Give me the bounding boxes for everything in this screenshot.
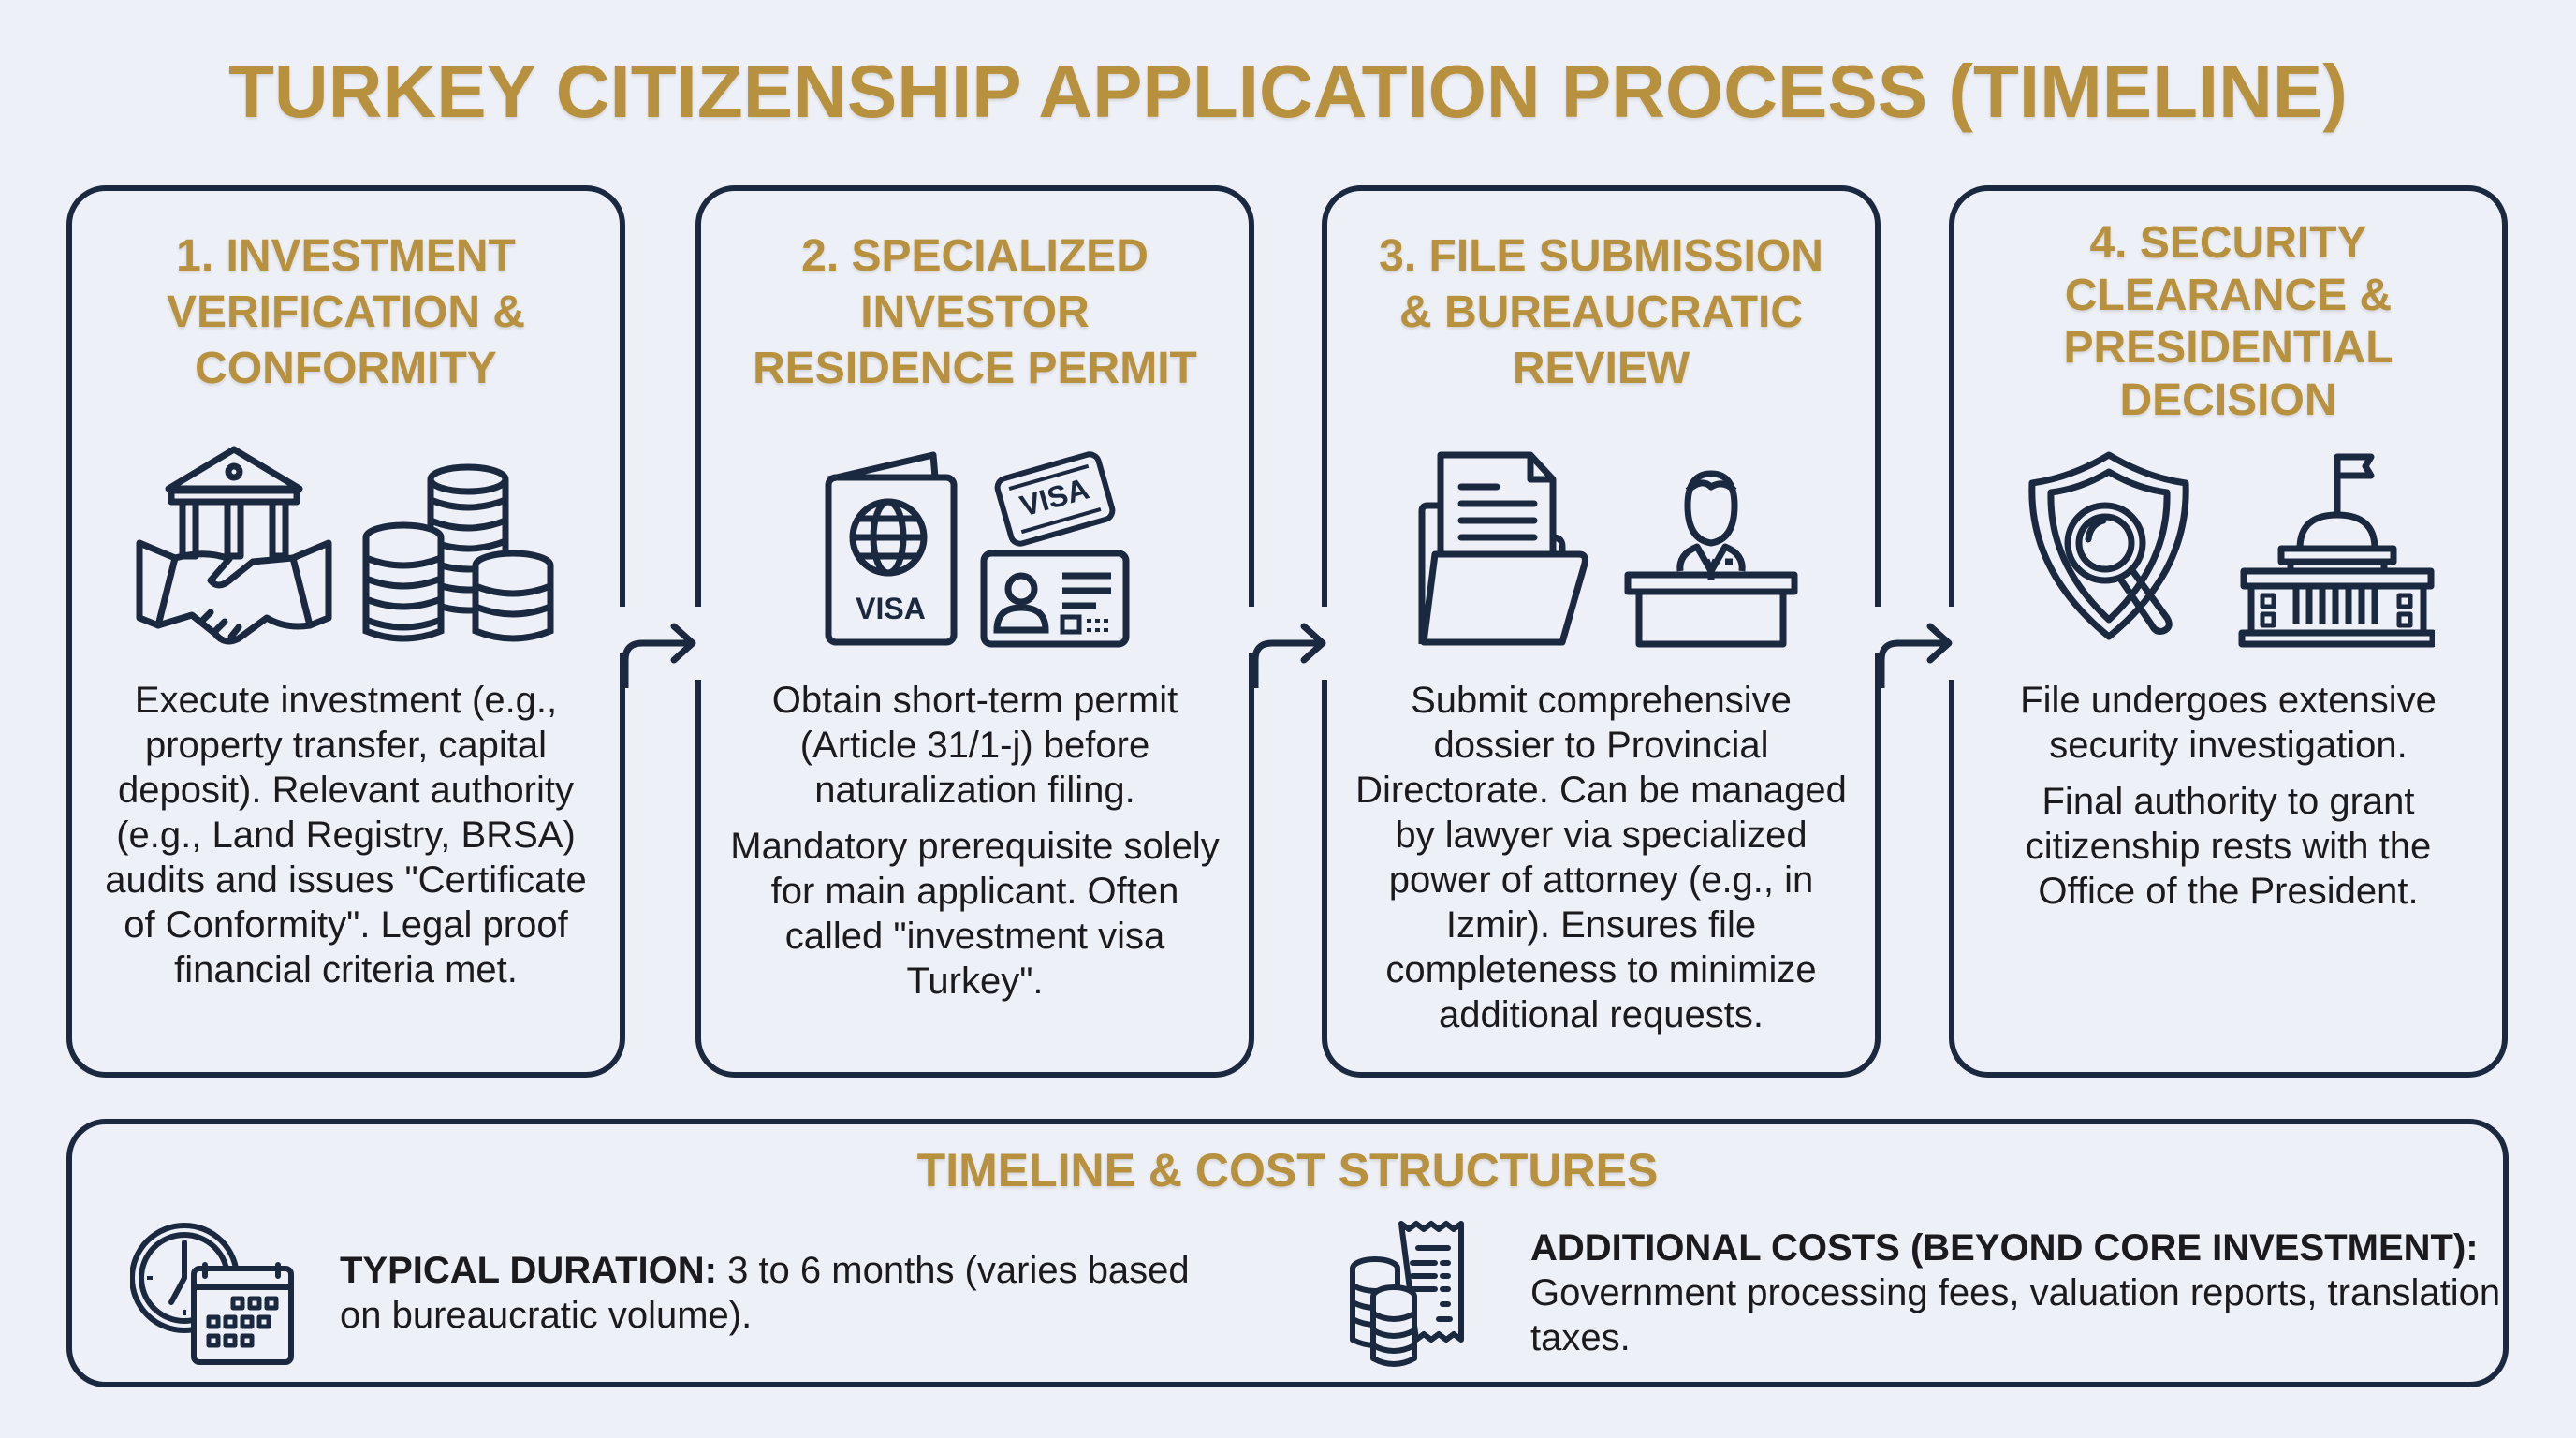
costs-label: ADDITIONAL COSTS (BEYOND CORE INVESTMENT… (1530, 1227, 2479, 1269)
shield-magnifier-icon (2023, 449, 2210, 648)
step-4-heading-line: 4. SECURITY (2089, 218, 2367, 268)
step-card-1: 1. INVESTMENT VERIFICATION & CONFORMITY (66, 185, 625, 1078)
step-2-description: Obtain short-term permit (Article 31/1-j… (729, 678, 1221, 1015)
arrow-right-icon (622, 623, 696, 688)
costs-text: ADDITIONAL COSTS (BEYOND CORE INVESTMENT… (1530, 1225, 2513, 1360)
duration-item: TYPICAL DURATION: 3 to 6 months (varies … (130, 1218, 1229, 1368)
coin-stacks-icon (360, 461, 557, 648)
step-1-description: Execute investment (e.g., property trans… (100, 678, 592, 1004)
step-4-heading-line: DECISION (2119, 375, 2337, 425)
arrow-right-icon (1878, 623, 1953, 688)
step-1-heading-line: 1. INVESTMENT (176, 231, 516, 281)
step-1-paragraph: Execute investment (e.g., property trans… (105, 680, 587, 990)
passport-visa-label: VISA (856, 592, 926, 625)
border-gap (692, 607, 705, 680)
step-1-heading-line: CONFORMITY (195, 344, 497, 393)
border-gap (1248, 607, 1261, 653)
duration-value: 3 to 6 months (varies based on bureaucra… (340, 1250, 1190, 1336)
timeline-cost-panel: TIMELINE & COST STRUCTURES TYPICAL DURAT… (66, 1119, 2509, 1387)
clock-calendar-icon (130, 1218, 299, 1368)
step-3-heading-line: REVIEW (1512, 344, 1690, 393)
step-3-heading-line: & BUREAUCRATIC (1398, 287, 1804, 337)
id-card-icon (980, 550, 1130, 648)
step-2-paragraph: Mandatory prerequisite solely for main a… (730, 826, 1220, 1002)
step-card-4: 4. SECURITY CLEARANCE & PRESIDENTIAL DEC… (1949, 185, 2508, 1078)
panel-heading: TIMELINE & COST STRUCTURES (916, 1144, 1659, 1196)
visa-stamp-icon: VISA (990, 448, 1119, 550)
costs-value: Government processing fees, valuation re… (1530, 1272, 2501, 1358)
step-4-paragraph: File undergoes extensive security invest… (2020, 680, 2437, 766)
border-gap (618, 607, 631, 653)
bank-handshake-icon (136, 442, 332, 648)
step-2-heading: 2. SPECIALIZED INVESTOR RESIDENCE PERMIT (720, 228, 1230, 397)
arrow-right-icon (1251, 623, 1326, 688)
step-4-heading-line: CLEARANCE & (2064, 271, 2393, 320)
step-1-heading: 1. INVESTMENT VERIFICATION & CONFORMITY (91, 228, 601, 397)
step-card-3: 3. FILE SUBMISSION & BUREAUCRATIC REVIEW (1322, 185, 1881, 1078)
document-folder-icon (1403, 449, 1590, 648)
step-3-description: Submit comprehensive dossier to Provinci… (1355, 678, 1847, 1049)
duration-label: TYPICAL DURATION: (340, 1250, 717, 1291)
step-2-heading-line: RESIDENCE PERMIT (753, 344, 1197, 393)
step-2-heading-line: 2. SPECIALIZED (801, 231, 1149, 281)
costs-item: ADDITIONAL COSTS (BEYOND CORE INVESTMENT… (1345, 1218, 2513, 1368)
government-building-icon (2238, 449, 2435, 648)
step-1-heading-line: VERIFICATION & (166, 287, 526, 337)
step-2-paragraph: Obtain short-term permit (Article 31/1-j… (771, 680, 1178, 811)
coins-receipt-icon (1345, 1218, 1486, 1368)
step-2-heading-line: INVESTOR (860, 287, 1090, 337)
step-4-heading: 4. SECURITY CLEARANCE & PRESIDENTIAL DEC… (1973, 217, 2483, 427)
step-4-description: File undergoes extensive security invest… (1983, 678, 2474, 925)
passport-visa-icon: VISA (821, 451, 961, 648)
step-card-2: 2. SPECIALIZED INVESTOR RESIDENCE PERMIT… (695, 185, 1254, 1078)
duration-text: TYPICAL DURATION: 3 to 6 months (varies … (340, 1248, 1229, 1338)
step-3-heading-line: 3. FILE SUBMISSION (1379, 231, 1823, 281)
official-at-desk-icon (1622, 449, 1800, 648)
step-4-heading-line: PRESIDENTIAL (2063, 323, 2393, 373)
page-title: TURKEY CITIZENSHIP APPLICATION PROCESS (… (228, 50, 2348, 133)
step-3-heading: 3. FILE SUBMISSION & BUREAUCRATIC REVIEW (1346, 228, 1856, 397)
step-3-paragraph: Submit comprehensive dossier to Provinci… (1355, 680, 1847, 1035)
border-gap (1874, 607, 1887, 653)
step-4-paragraph: Final authority to grant citizenship res… (2025, 781, 2432, 912)
